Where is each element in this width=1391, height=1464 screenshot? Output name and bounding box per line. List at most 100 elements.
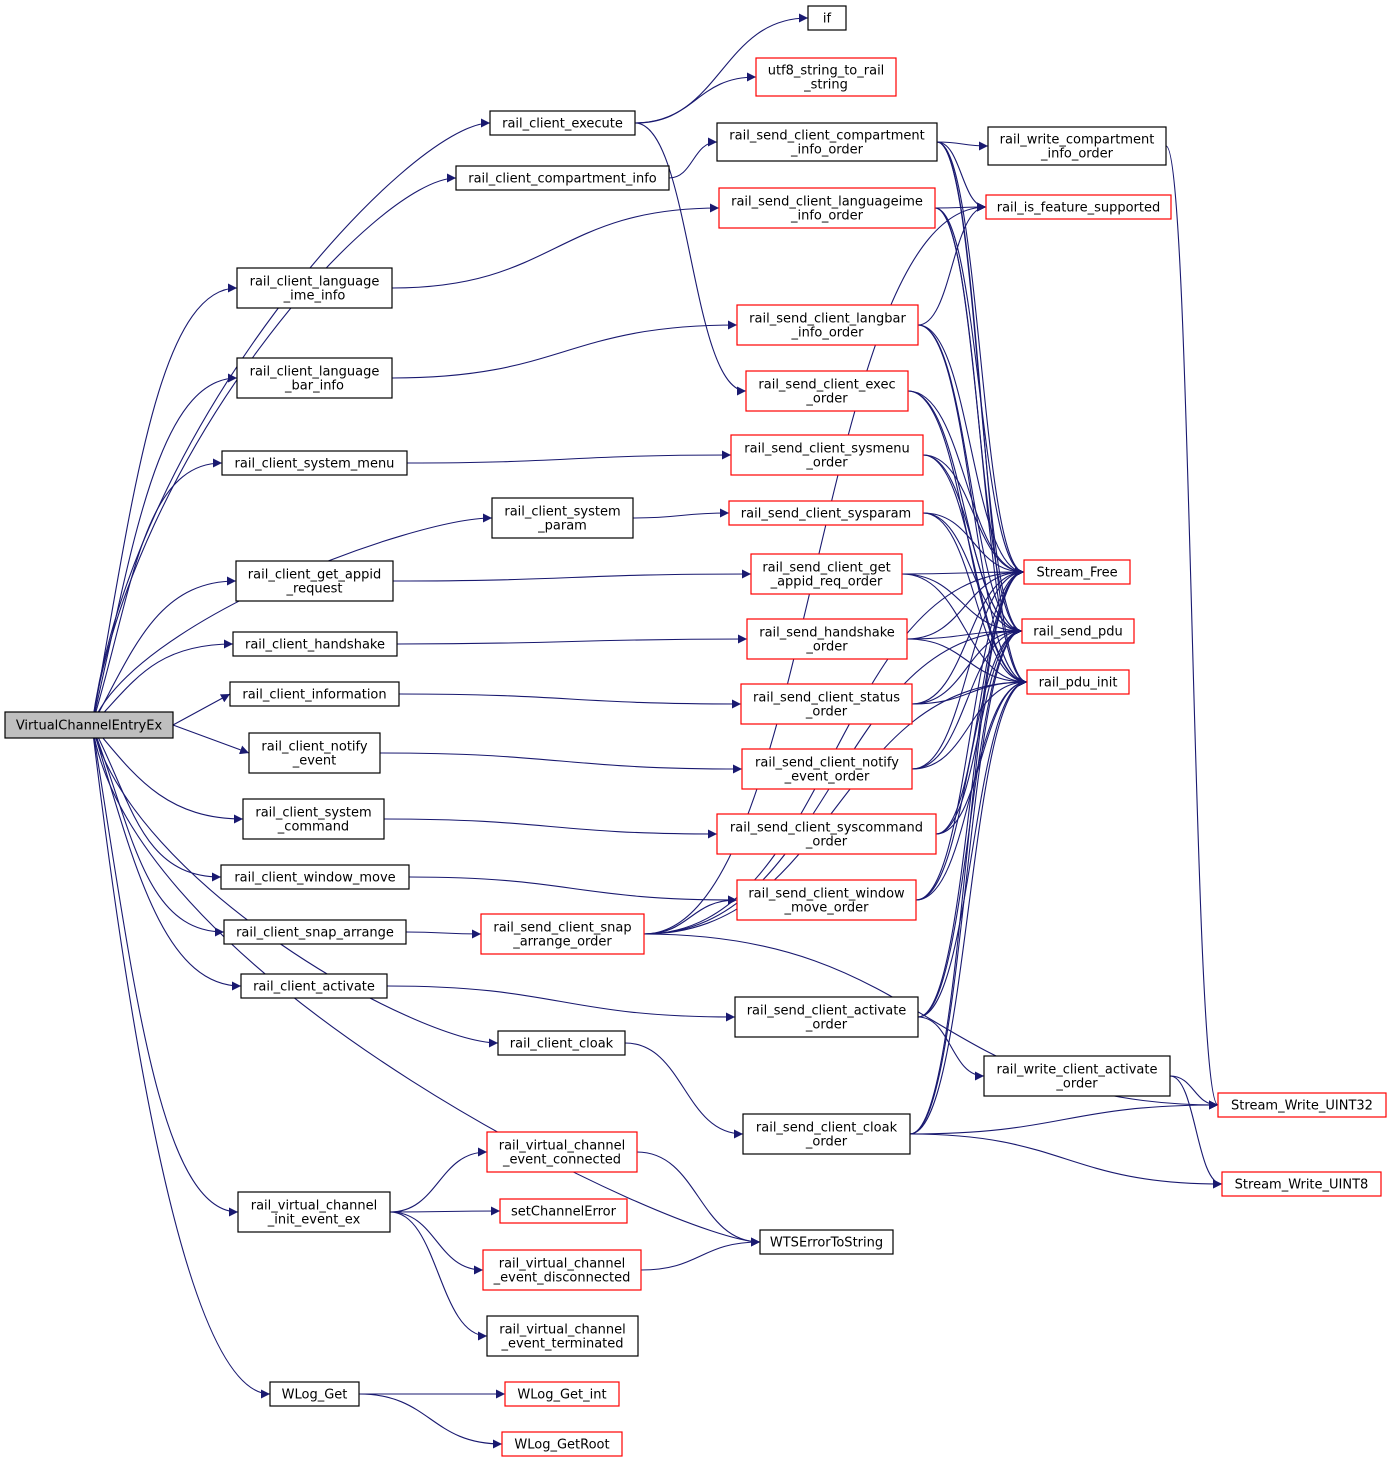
- node-label: _info_order: [790, 209, 864, 224]
- node-root[interactable]: VirtualChannelEntryEx: [4, 711, 174, 739]
- node-setchannelerror[interactable]: setChannelError: [499, 1198, 628, 1224]
- edge-sendactivate-to-streamfree: [917, 567, 1025, 1018]
- node-box: [504, 1381, 620, 1407]
- node-label: Stream_Write_UINT8: [1235, 1178, 1369, 1193]
- node-sendsnap[interactable]: rail_send_client_snap_arrange_order: [480, 913, 645, 955]
- node-handshake[interactable]: rail_client_handshake: [232, 631, 398, 657]
- node-wloggetint[interactable]: WLog_Get_int: [504, 1381, 620, 1407]
- edge-windowmove-to-sendwindowmove: [408, 876, 738, 905]
- edge-cloak-to-sendcloak: [624, 1042, 744, 1139]
- node-label: rail_client_system: [255, 806, 371, 821]
- node-label: _order: [805, 1135, 848, 1150]
- edge-vcdisconnected-to-wtserror: [640, 1237, 761, 1271]
- edge-sendlangbar-to-streamfree: [917, 324, 1025, 577]
- node-label: rail_virtual_channel: [251, 1199, 378, 1214]
- edge-handshake-to-sendhandshake: [396, 634, 748, 645]
- node-box: [750, 553, 903, 595]
- node-streamfree[interactable]: Stream_Free: [1023, 559, 1131, 585]
- edge-root-to-activate: [91, 724, 242, 991]
- node-sysparam[interactable]: rail_client_system_param: [491, 497, 634, 539]
- node-snap[interactable]: rail_client_snap_arrange: [223, 919, 407, 945]
- node-information[interactable]: rail_client_information: [229, 681, 400, 707]
- node-uint8[interactable]: Stream_Write_UINT8: [1221, 1171, 1382, 1197]
- node-sysmenu[interactable]: rail_client_system_menu: [221, 450, 408, 476]
- node-sendexec[interactable]: rail_send_client_exec_order: [745, 370, 909, 412]
- node-label: rail_send_client_exec: [758, 378, 895, 393]
- node-box: [501, 1431, 623, 1457]
- node-cloak[interactable]: rail_client_cloak: [497, 1030, 626, 1056]
- node-label: _command: [277, 820, 349, 835]
- edge-sendappid-to-sendpdu: [901, 573, 1023, 636]
- node-sendappid[interactable]: rail_send_client_get_appid_req_order: [750, 553, 903, 595]
- node-sendnotify[interactable]: rail_send_client_notify_event_order: [741, 748, 913, 790]
- node-label: _bar_info: [284, 379, 344, 394]
- node-box: [240, 973, 388, 999]
- edge-vcinit-to-setchannelerror: [389, 1206, 501, 1216]
- edge-sendnotify-to-sendpdu: [911, 626, 1023, 770]
- node-label: setChannelError: [511, 1205, 617, 1220]
- edge-sendlangime-to-pduinit: [934, 207, 1028, 687]
- node-if[interactable]: if: [807, 5, 847, 31]
- node-sendlangime[interactable]: rail_send_client_languageime_info_order: [718, 187, 936, 229]
- node-uint32[interactable]: Stream_Write_UINT32: [1217, 1092, 1387, 1118]
- node-label: _event: [292, 754, 337, 769]
- node-activate[interactable]: rail_client_activate: [240, 973, 388, 999]
- node-label: _info_order: [790, 143, 864, 158]
- node-sendlangbar[interactable]: rail_send_client_langbar_info_order: [736, 304, 919, 346]
- node-langbar[interactable]: rail_client_language_bar_info: [236, 357, 393, 399]
- node-label: _init_event_ex: [267, 1213, 361, 1228]
- node-sendsysparam[interactable]: rail_send_client_sysparam: [728, 500, 924, 526]
- node-box: [807, 5, 847, 31]
- node-feature[interactable]: rail_is_feature_supported: [985, 194, 1172, 220]
- node-utf8[interactable]: utf8_string_to_rail_string: [755, 57, 897, 97]
- node-wlogget[interactable]: WLog_Get: [269, 1381, 360, 1407]
- edge-sendcloak-to-streamfree: [909, 567, 1025, 1135]
- node-sendpdu[interactable]: rail_send_pdu: [1021, 618, 1135, 644]
- node-sendstatus[interactable]: rail_send_client_status_order: [740, 683, 913, 725]
- node-wtserror[interactable]: WTSErrorToString: [759, 1229, 894, 1255]
- edge-snap-to-sendsnap: [405, 929, 482, 939]
- node-vcinit[interactable]: rail_virtual_channel_init_event_ex: [237, 1191, 391, 1233]
- node-writecomp[interactable]: rail_write_compartment_info_order: [987, 126, 1167, 166]
- node-pduinit[interactable]: rail_pdu_init: [1026, 669, 1130, 695]
- node-vcconnected[interactable]: rail_virtual_channel_event_connected: [486, 1131, 638, 1173]
- node-windowmove[interactable]: rail_client_window_move: [220, 864, 410, 890]
- node-box: [237, 1191, 391, 1233]
- node-label: _appid_req_order: [770, 575, 883, 590]
- node-box: [499, 1198, 628, 1224]
- node-label: rail_send_client_sysparam: [741, 507, 911, 522]
- node-notify[interactable]: rail_client_notify_event: [248, 732, 381, 774]
- node-sendsyscommand[interactable]: rail_send_client_syscommand_order: [716, 813, 937, 855]
- edge-sendnotify-to-pduinit: [911, 677, 1028, 770]
- node-langime[interactable]: rail_client_language_ime_info: [236, 267, 393, 309]
- nodes-layer: VirtualChannelEntryEx if utf8_string_to_ra…: [4, 5, 1387, 1457]
- node-writeactivate[interactable]: rail_write_client_activate_order: [983, 1055, 1171, 1097]
- node-label: WTSErrorToString: [770, 1236, 883, 1251]
- node-sendcloak[interactable]: rail_send_client_cloak_order: [742, 1113, 911, 1155]
- node-label: rail_client_activate: [253, 980, 375, 995]
- node-label: _info_order: [1040, 147, 1114, 162]
- node-sendwindowmove[interactable]: rail_send_client_window_move_order: [736, 879, 917, 921]
- edge-root-to-sysmenu: [91, 458, 223, 726]
- node-label: rail_is_feature_supported: [997, 201, 1161, 216]
- node-label: _ime_info: [283, 289, 346, 304]
- edge-sendappid-to-pduinit: [901, 573, 1028, 687]
- node-label: rail_client_cloak: [510, 1037, 614, 1052]
- node-syscommand[interactable]: rail_client_system_command: [242, 798, 385, 840]
- node-vcdisconnected[interactable]: rail_virtual_channel_event_disconnected: [482, 1249, 642, 1291]
- node-sendsysmenu[interactable]: rail_send_client_sysmenu_order: [730, 434, 924, 476]
- node-sendactivate[interactable]: rail_send_client_activate_order: [734, 996, 919, 1038]
- node-label: _event_terminated: [500, 1337, 623, 1352]
- edge-root-to-syscommand: [91, 724, 244, 824]
- edge-sendsysmenu-to-pduinit: [922, 454, 1028, 687]
- edge-vcinit-to-vcconnected: [389, 1147, 488, 1213]
- node-sendhandshake[interactable]: rail_send_handshake_order: [746, 618, 908, 660]
- node-wloggetroot[interactable]: WLog_GetRoot: [501, 1431, 623, 1457]
- node-compinfo[interactable]: rail_client_compartment_info: [455, 165, 670, 191]
- node-exec[interactable]: rail_client_execute: [489, 110, 636, 136]
- node-vcterminated[interactable]: rail_virtual_channel_event_terminated: [486, 1315, 639, 1357]
- node-appid[interactable]: rail_client_get_appid_request: [235, 560, 394, 602]
- node-box: [746, 618, 908, 660]
- node-sendcomp[interactable]: rail_send_client_compartment_info_order: [716, 122, 938, 162]
- node-box: [985, 194, 1172, 220]
